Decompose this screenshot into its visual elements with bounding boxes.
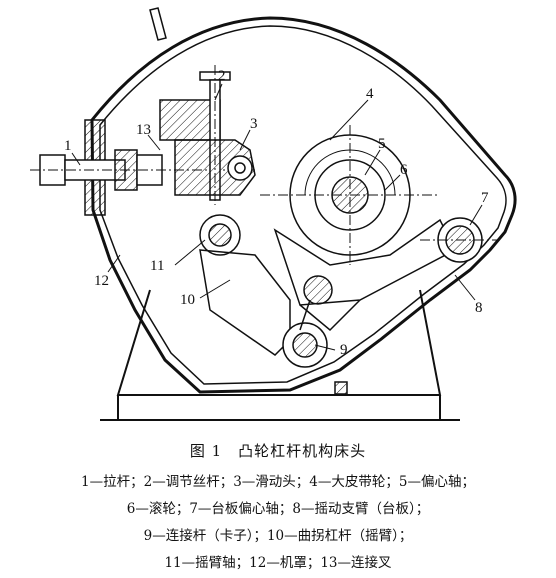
figure-caption: 图 1 凸轮杠杆机构床头 1—拉杆；2—调节丝杆；3—滑动头；4—大皮带轮；5—…: [0, 440, 556, 577]
part-number: 10: [180, 292, 195, 308]
part-number: 13: [136, 122, 151, 138]
connecting-rod: [282, 275, 333, 368]
part-number: 12: [94, 273, 109, 289]
part-number: 11: [150, 258, 164, 274]
part-number: 7: [481, 190, 489, 206]
part-number: 5: [378, 136, 386, 152]
bottom-bolt: [334, 381, 348, 395]
rocker-shaft: [199, 214, 241, 256]
cam-plate: [273, 218, 456, 332]
part-number: 6: [400, 162, 408, 178]
part-number: 9: [340, 342, 348, 358]
part-number: 1: [64, 138, 72, 154]
caption-legend-line: 11—摇臂轴；12—机罩；13—连接叉: [164, 555, 392, 571]
figure-title: 图 1 凸轮杠杆机构床头: [189, 442, 367, 460]
caption-legend-line: 6—滚轮；7—台板偏心轴；8—摇动支臂（台板）；: [126, 501, 430, 517]
pull-rod: [30, 149, 255, 191]
part-number: 2: [218, 68, 226, 84]
part-numbers: 1 2 3 4 5 6 7 8 9 10 11 12 13: [64, 68, 489, 358]
platen-eccentric-shaft: [420, 217, 500, 263]
part-number: 4: [366, 86, 374, 102]
big-pulley: [260, 125, 440, 265]
top-pin: [149, 7, 167, 41]
part-number: 3: [250, 116, 258, 132]
caption-legend-line: 9—连接杆（卡子）；10—曲拐杠杆（摇臂）；: [143, 528, 413, 544]
crank-lever: [199, 249, 291, 356]
machine-base: [100, 289, 460, 421]
leader-lines: [71, 83, 483, 351]
machine-head-drawing: 1 2 3 4 5 6 7 8 9 10 11 12 13: [30, 7, 517, 421]
caption-legend-line: 1—拉杆；2—调节丝杆；3—滑动头；4—大皮带轮；5—偏心轴；: [81, 474, 475, 490]
sliding-head: [174, 139, 256, 196]
part-number: 8: [475, 300, 483, 316]
